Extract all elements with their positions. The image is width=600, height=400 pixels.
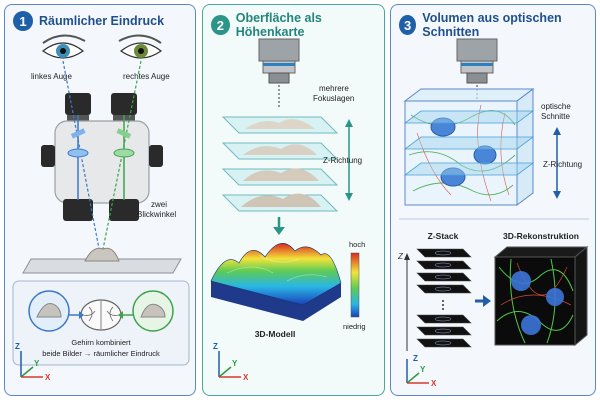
zstack-slices — [417, 249, 471, 347]
right-eye-icon — [119, 35, 161, 58]
down-arrow-icon — [273, 217, 285, 235]
angles-label-line2: Blickwinkel — [137, 210, 176, 219]
zstack-label: Z-Stack — [428, 231, 459, 241]
3d-reconstruction-cube — [495, 247, 587, 345]
brain-label-line1: Gehirn kombiniert — [71, 338, 131, 347]
color-scale-bar — [351, 253, 359, 317]
axis-x-label: X — [45, 373, 51, 382]
scale-high-label: hoch — [349, 240, 365, 249]
panel-stereo-vision: 1 Räumlicher Eindruck linkes Auge rechte… — [4, 4, 196, 396]
right-eye-label: rechtes Auge — [123, 72, 170, 81]
axis-x-label: X — [243, 373, 249, 382]
axis-z-label: Z — [15, 342, 20, 351]
focus-label-line1: mehrere — [319, 84, 349, 93]
brain-icon — [81, 300, 121, 330]
zstack-axis: Z — [397, 252, 410, 351]
brain-label-line2: beide Bilder → räumlicher Eindruck — [42, 349, 160, 358]
objective-lens-icon — [457, 39, 497, 83]
volume-cube — [405, 89, 533, 205]
axis-z-label: Z — [213, 342, 218, 351]
angles-label-line1: zwei — [151, 200, 167, 209]
left-view-thumbnail — [29, 291, 69, 331]
reconstruction-label: 3D-Rekonstruktion — [503, 231, 579, 241]
sections-label-line1: optische — [541, 102, 571, 111]
optical-sections-illustration: optische Schnitte Z-Richtung Z-Stack 3D-… — [391, 5, 596, 396]
specimen-stage — [23, 248, 181, 273]
axis-y-label: Y — [232, 359, 238, 368]
right-view-thumbnail — [133, 291, 173, 331]
objective-lens-icon — [259, 39, 299, 83]
eyepiece-tubes — [65, 93, 137, 123]
axis-x-label: X — [431, 379, 437, 388]
height-map-illustration: mehrere Fokuslagen Z-Richtung — [203, 5, 385, 396]
z-direction-label: Z-Richtung — [323, 156, 362, 165]
right-arrow-icon — [475, 295, 491, 307]
panel-optical-sections: 3 Volumen aus optischen Schnitten optisc… — [390, 4, 596, 396]
focus-label-line2: Fokuslagen — [313, 94, 354, 103]
stereo-microscope-illustration: linkes Auge rechtes Auge zwe — [5, 5, 196, 396]
left-eye-icon — [43, 35, 85, 58]
height-map-3d-model — [211, 243, 341, 321]
zstack-axis-z-label: Z — [397, 252, 404, 261]
z-direction-label: Z-Richtung — [543, 160, 582, 169]
focus-plane-stack — [223, 117, 337, 211]
axis-y-label: Y — [34, 359, 40, 368]
axis-y-label: Y — [420, 365, 426, 374]
microscope-body — [41, 121, 163, 221]
sections-label-line2: Schnitte — [541, 112, 570, 121]
model-label: 3D-Modell — [255, 329, 296, 339]
coordinate-axes: Z Y X — [213, 342, 249, 382]
coordinate-axes: Z Y X — [407, 354, 437, 388]
axis-z-label: Z — [413, 354, 418, 363]
panel-height-map: 2 Oberfläche als Höhenkarte mehrere Foku… — [202, 4, 385, 396]
scale-low-label: niedrig — [343, 322, 366, 331]
